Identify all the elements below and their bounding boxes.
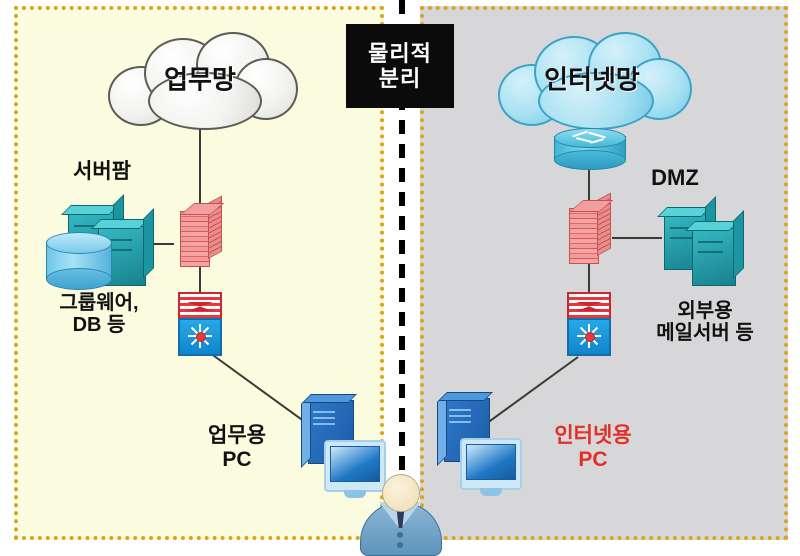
router-icon xyxy=(554,128,626,170)
dmz-server-icon-group xyxy=(654,196,754,292)
internet-pc-icon xyxy=(432,392,522,496)
switch-icon-left xyxy=(178,292,222,356)
server-box-icon xyxy=(685,210,744,286)
link-router-to-firewall-right xyxy=(588,168,590,206)
link-cloud-to-firewall-left xyxy=(199,122,201,206)
link-firewall-to-dmz xyxy=(612,237,662,239)
groupware-db-label: 그룹웨어, DB 등 xyxy=(59,292,139,337)
physical-separation-label-box: 물리적 분리 xyxy=(346,24,454,108)
dmz-label: DMZ xyxy=(651,165,699,190)
switch-icon-right xyxy=(567,292,611,356)
business-pc-label: 업무용 PC xyxy=(208,424,266,471)
external-mailserver-label: 외부용 메일서버 등 xyxy=(656,300,754,345)
physical-separation-line xyxy=(399,0,405,554)
internet-pc-label: 인터넷용 PC xyxy=(554,424,632,471)
server-farm-label: 서버팜 xyxy=(73,160,131,183)
firewall-icon-right xyxy=(569,192,614,264)
link-firewall-to-switch-right xyxy=(588,260,590,294)
business-pc-icon xyxy=(296,394,386,498)
internet-cloud-label: 인터넷망 xyxy=(544,64,640,95)
link-firewall-to-switch-left xyxy=(199,258,201,294)
business-network-cloud-label: 업무망 xyxy=(164,64,236,95)
internet-cloud: 인터넷망 xyxy=(492,30,692,130)
business-network-cloud: 업무망 xyxy=(100,32,300,130)
server-farm-icon-group xyxy=(46,194,164,290)
database-cylinder-icon xyxy=(46,232,112,290)
separation-label-line1: 물리적 xyxy=(368,40,432,66)
separation-label-line2: 분리 xyxy=(378,66,422,91)
person-icon xyxy=(352,474,448,556)
firewall-icon-left xyxy=(180,195,225,267)
